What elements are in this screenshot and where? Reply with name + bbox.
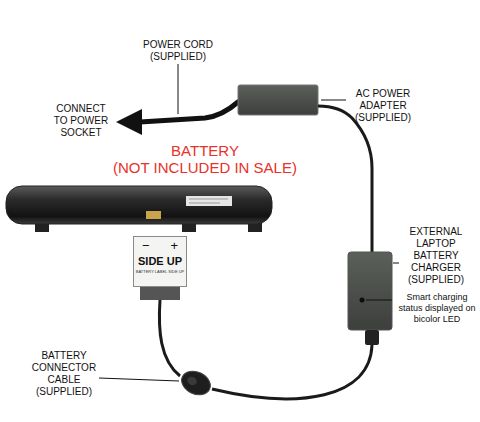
polarity-row: −+ <box>134 237 186 252</box>
bicolor-led <box>360 298 365 303</box>
callout-note: Smart charging status displayed on bicol… <box>396 292 478 325</box>
charger-plug <box>365 330 379 345</box>
callout-label: AC POWER ADAPTER (SUPPLIED) <box>350 88 416 124</box>
callout-label: BATTERY CONNECTOR CABLE (SUPPLIED) <box>30 350 98 398</box>
battery-contacts <box>146 211 161 219</box>
sticker-print <box>189 199 228 200</box>
battery-heading: BATTERY <box>105 142 305 159</box>
ferrite-bead <box>186 375 198 386</box>
sticker-print <box>189 203 220 204</box>
socket-arrow <box>116 109 142 135</box>
callout-label: POWER CORD (SUPPLIED) <box>133 39 223 63</box>
plug-base <box>140 287 180 300</box>
power-cord <box>140 102 238 122</box>
ac-adapter <box>238 85 318 115</box>
polarity-mark: − <box>142 239 150 252</box>
polarity-mark: + <box>170 239 178 252</box>
connector-cable <box>212 345 372 399</box>
laptop-battery <box>6 186 272 224</box>
battery-sticker <box>186 196 232 206</box>
callout-label: CONNECT TO POWER SOCKET <box>52 103 110 139</box>
callout-label: EXTERNAL LAPTOP BATTERY CHARGER (SUPPLIE… <box>402 226 470 286</box>
leader-line <box>393 263 399 264</box>
orientation-label: SIDE UP <box>134 255 186 268</box>
leader-line <box>366 300 392 301</box>
leader-line <box>99 378 179 381</box>
connector-cable <box>159 300 180 376</box>
leader-line <box>178 64 179 114</box>
fine-print: BATTERY LABEL SIDE UP <box>134 269 186 274</box>
dc-cable <box>318 106 372 252</box>
connector-plug: −+SIDE UPBATTERY LABEL SIDE UP <box>133 236 187 287</box>
leader-line <box>321 100 346 101</box>
external-charger <box>348 252 392 330</box>
ferrite-bead <box>178 367 214 400</box>
battery-note: (NOT INCLUDED IN SALE) <box>85 159 325 176</box>
